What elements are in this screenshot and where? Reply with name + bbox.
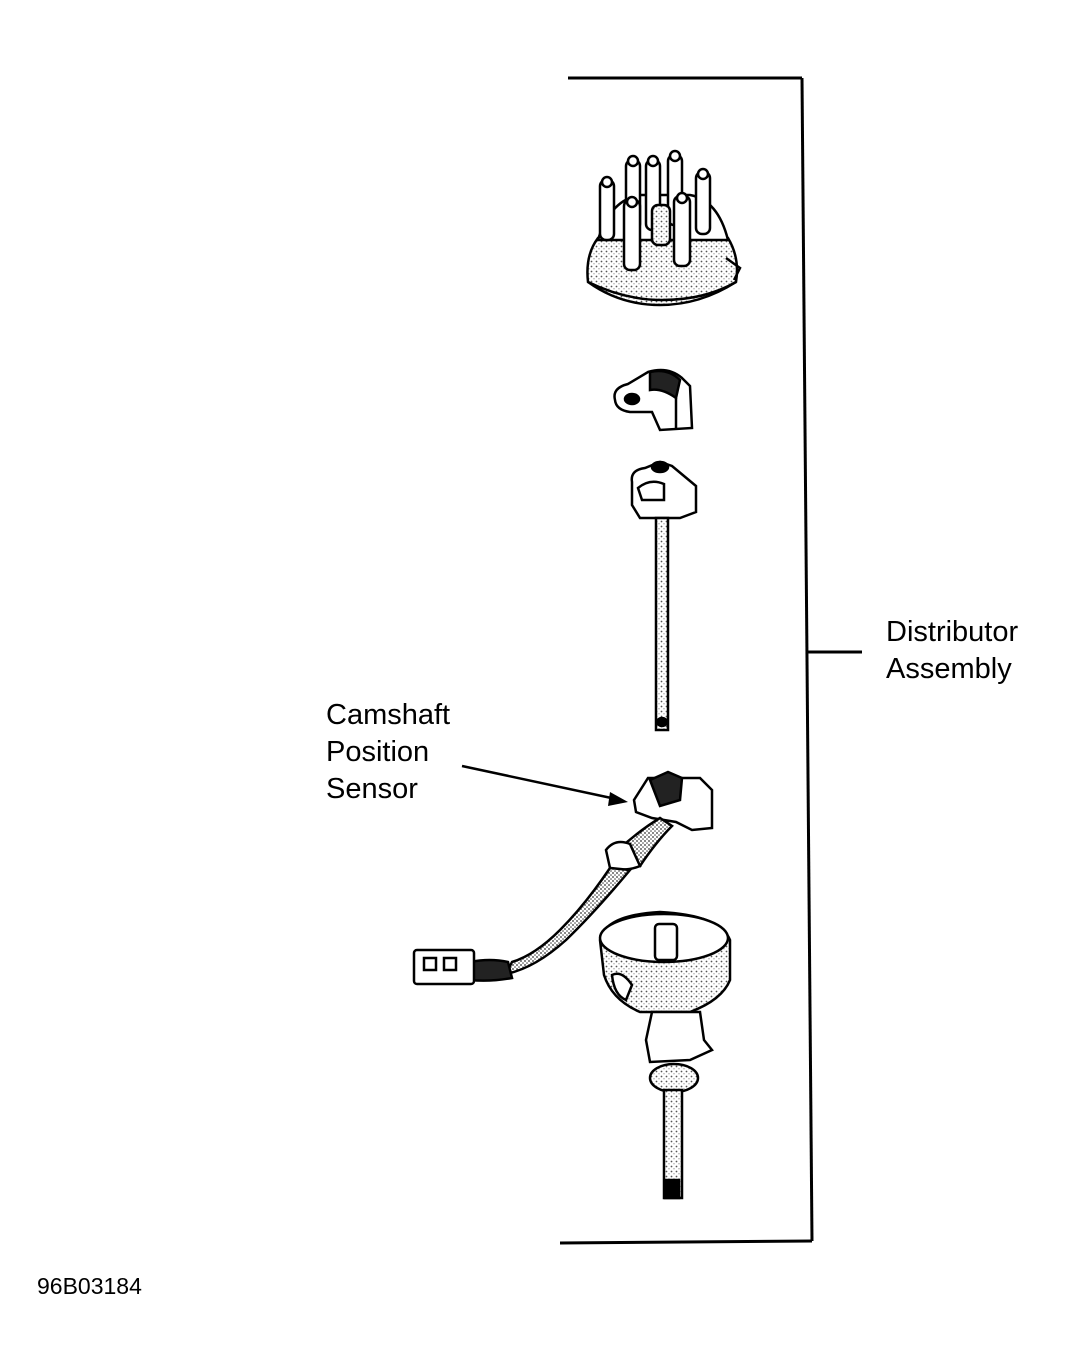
distributor-assembly-label: Distributor Assembly [886, 614, 1018, 688]
label-line: Sensor [326, 773, 418, 805]
camshaft-position-sensor-label: Camshaft Position Sensor [326, 697, 450, 808]
camshaft-position-sensor [412, 770, 714, 986]
assembly-bracket [559, 76, 862, 1245]
rotor [613, 368, 694, 432]
distributor-cap [586, 149, 742, 307]
callout-arrow [461, 764, 628, 806]
label-line: Camshaft [326, 699, 451, 731]
label-line: Assembly [886, 653, 1012, 685]
label-line: Distributor [886, 616, 1019, 648]
label-line: Position [326, 736, 430, 768]
distributor-housing [598, 910, 732, 1200]
distributor-shaft [630, 460, 698, 732]
figure-id: 96B03184 [37, 1273, 142, 1299]
